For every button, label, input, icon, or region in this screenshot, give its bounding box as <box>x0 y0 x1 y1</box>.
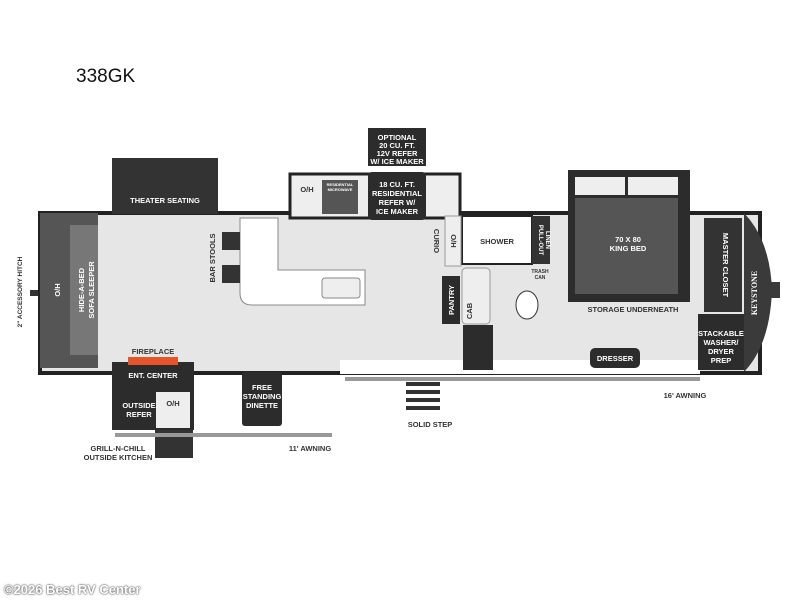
dinette <box>242 372 282 426</box>
watermark: ©2026 Best RV Center <box>4 582 141 597</box>
curio-label: CURIO <box>432 229 441 253</box>
dinette-label: FREE <box>252 383 272 392</box>
trash-label-2: CAN <box>535 275 546 281</box>
hall-oh <box>444 215 462 267</box>
residential-refer-label: 18 CU. FT. RESIDENTIAL REFER W/ ICE MAKE… <box>372 180 422 216</box>
outside-refer-label-2: REFER <box>126 410 152 419</box>
front-cap <box>744 213 772 372</box>
master-closet <box>704 218 742 312</box>
hitch-label: 2" ACCESSORY HITCH <box>17 256 24 327</box>
washer-dryer <box>698 314 744 370</box>
bath-door-cabinet <box>463 325 493 370</box>
theater-seating <box>112 158 218 214</box>
optional-refer-label: OPTIONAL 20 CU. FT. 12V REFER W/ ICE MAK… <box>370 133 424 166</box>
storage-label: STORAGE UNDERNEATH <box>588 305 679 314</box>
pantry-label: PANTRY <box>447 285 456 315</box>
pantry <box>442 276 460 324</box>
microwave-label: RESIDENTIAL <box>327 182 354 187</box>
svg-text:RESIDENTIAL: RESIDENTIAL <box>372 189 422 198</box>
pillow <box>628 177 678 195</box>
svg-text:20 CU. FT.: 20 CU. FT. <box>379 141 415 150</box>
bed-label: 70 X 80 <box>615 235 641 244</box>
kitchen-oh-label: O/H <box>300 185 313 194</box>
pin-box <box>770 282 780 298</box>
hall-oh-label: O/H <box>449 234 458 247</box>
fireplace-label: FIREPLACE <box>132 347 175 356</box>
outside-refer-label: OUTSIDE <box>122 401 155 410</box>
svg-text:12V REFER: 12V REFER <box>377 149 418 158</box>
bar-stool <box>222 265 240 283</box>
shower <box>461 215 533 265</box>
vanity <box>461 267 491 325</box>
entry-steps <box>406 382 440 410</box>
bar-stools-label: BAR STOOLS <box>208 233 217 282</box>
svg-text:ICE MAKER: ICE MAKER <box>376 207 419 216</box>
residential-refer <box>368 172 426 220</box>
fireplace <box>128 357 178 365</box>
pillow <box>575 177 625 195</box>
outside-oh <box>156 392 190 428</box>
microwave-label-2: MICROWAVE <box>328 187 353 192</box>
model-title: 338GK <box>76 66 136 87</box>
washer-label: STACKABLE WASHER/ DRYER PREP <box>698 329 744 365</box>
closet-label: MASTER CLOSET <box>721 233 730 298</box>
svg-text:STACKABLE: STACKABLE <box>698 329 744 338</box>
dresser-label: DRESSER <box>597 354 634 363</box>
svg-text:PREP: PREP <box>711 356 731 365</box>
bed-label-2: KING BED <box>610 244 647 253</box>
dresser <box>590 348 640 368</box>
linen-label-2: LINEN <box>544 231 550 249</box>
cab-label: CAB <box>465 302 474 319</box>
ent-center-label: ENT. CENTER <box>128 371 178 380</box>
svg-text:REFER W/: REFER W/ <box>379 198 417 207</box>
keystone-logo: KEYSTONE <box>750 271 759 315</box>
bar-stool <box>222 232 240 250</box>
theater-seating-label: THEATER SEATING <box>130 196 200 205</box>
microwave <box>322 180 358 214</box>
outside-oh-label: O/H <box>166 399 179 408</box>
svg-text:DRYER: DRYER <box>708 347 735 356</box>
rear-oh-label: O/H <box>53 283 62 296</box>
awning-16-label: 16' AWNING <box>664 391 707 400</box>
linen-cabinet <box>532 216 550 264</box>
shower-label: SHOWER <box>480 237 514 246</box>
linen-label: PULL-OUT <box>537 225 543 256</box>
awning-16 <box>345 377 700 381</box>
sink <box>321 277 361 299</box>
hitch <box>30 290 38 296</box>
optional-refer <box>368 128 426 166</box>
sofa-label: HIDE-A-BED <box>77 267 86 312</box>
dinette-label-2: STANDING <box>243 392 282 401</box>
svg-text:WASHER/: WASHER/ <box>703 338 739 347</box>
outside-kitchen-label-2: OUTSIDE KITCHEN <box>84 453 153 462</box>
svg-text:OPTIONAL: OPTIONAL <box>378 133 417 142</box>
toilet <box>515 290 539 320</box>
svg-text:W/ ICE MAKER: W/ ICE MAKER <box>370 157 424 166</box>
dinette-label-3: DINETTE <box>246 401 278 410</box>
trash-label: TRASH <box>531 269 549 275</box>
outside-kitchen-label: GRILL-N-CHILL <box>91 444 146 453</box>
solid-step-label: SOLID STEP <box>408 420 453 429</box>
sofa-label-2: SOFA SLEEPER <box>87 261 96 319</box>
svg-text:18 CU. FT.: 18 CU. FT. <box>379 180 415 189</box>
awning-11-label: 11' AWNING <box>289 444 332 453</box>
awning-11 <box>115 433 332 437</box>
